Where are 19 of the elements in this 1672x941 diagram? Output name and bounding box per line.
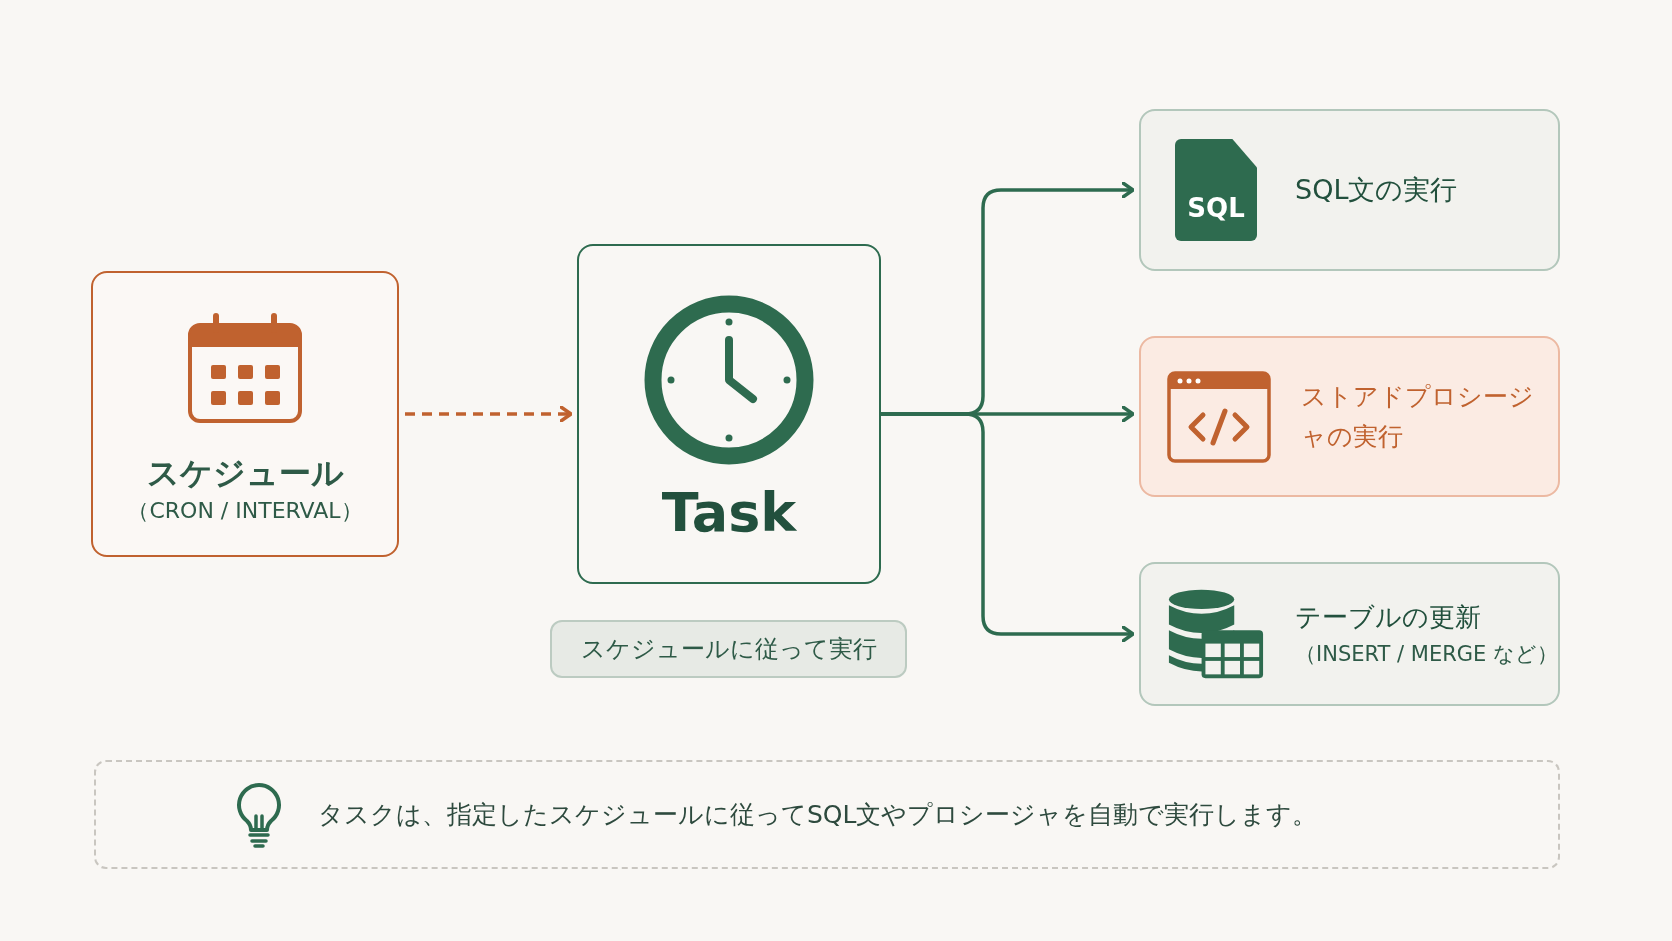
node-subtitle: （CRON / INTERVAL） <box>127 497 363 525</box>
node-title: スケジュール <box>146 453 344 493</box>
action-text: SQL文の実行 <box>1295 172 1458 207</box>
action-card <box>1139 336 1560 497</box>
note-text: タスクは、指定したスケジュールに従ってSQL文やプロシージャを自動で実行します。 <box>318 798 1318 831</box>
action-text: テーブルの更新 <box>1295 600 1482 634</box>
action-card <box>1139 562 1560 706</box>
action-card <box>1139 109 1560 271</box>
arrow <box>881 412 1135 643</box>
action-text: ストアドプロシージャの実行 <box>1301 380 1535 453</box>
node-title: Task <box>661 486 797 540</box>
action-subtext: （INSERT / MERGE など） <box>1295 641 1558 668</box>
note-box <box>94 760 1560 869</box>
caption-pill <box>550 620 907 678</box>
caption-text: スケジュールに従って実行 <box>580 634 877 665</box>
icon-label: SQL <box>1187 195 1245 221</box>
task-card <box>577 244 881 584</box>
schedule-card <box>91 271 399 557</box>
arrow <box>405 405 573 423</box>
